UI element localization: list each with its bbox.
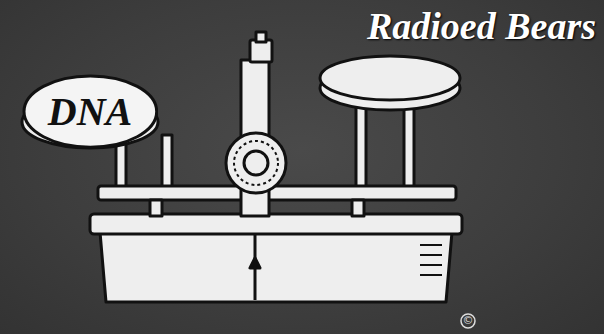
scale-pan: DNA [22, 74, 159, 149]
pan-label: DNA [48, 88, 132, 135]
copyright-mark: © [462, 312, 474, 330]
title-label: Radioed Bears [367, 4, 596, 48]
